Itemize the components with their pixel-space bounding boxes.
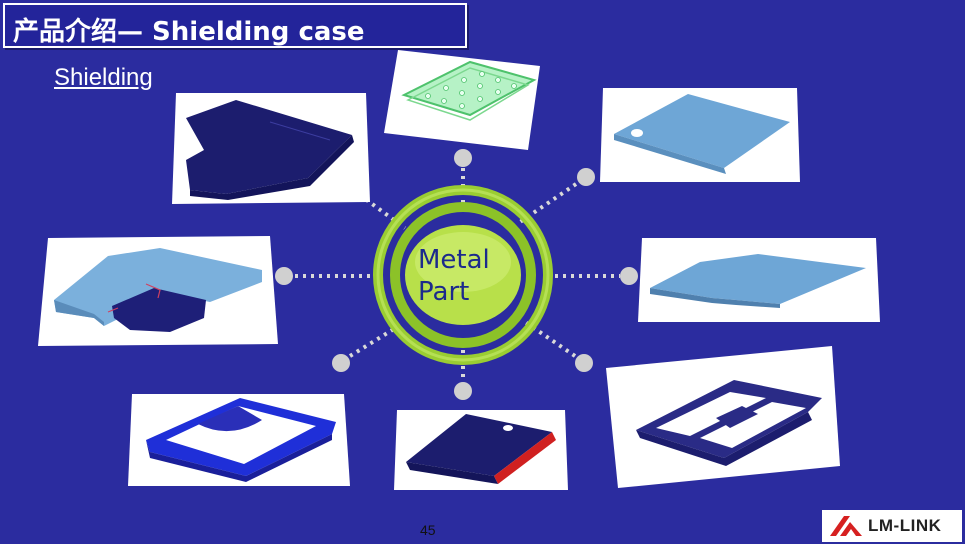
logo-mark-icon bbox=[830, 516, 862, 536]
card-bottom-left-blue-frame bbox=[128, 394, 350, 486]
logo-text: LM-LINK bbox=[868, 516, 942, 535]
center-hub bbox=[373, 185, 553, 365]
slide-subtitle: Shielding bbox=[54, 64, 153, 91]
node-left bbox=[275, 267, 293, 285]
node-bottom-right bbox=[575, 354, 593, 372]
card-bottom-right-navy-frame bbox=[606, 346, 840, 488]
card-right-blue-plate bbox=[638, 238, 880, 322]
card-top-right-blue-plate bbox=[600, 88, 800, 182]
card-top-left-navy-plate bbox=[172, 93, 370, 204]
slide-title: 产品介绍— Shielding case bbox=[13, 17, 365, 47]
center-label: Metal Part bbox=[418, 244, 518, 308]
nodes bbox=[275, 149, 638, 400]
node-bottom-left bbox=[332, 354, 350, 372]
card-left-blue-navy-assembly bbox=[38, 236, 278, 346]
center-label-line1: Metal bbox=[418, 245, 490, 275]
page-number: 45 bbox=[420, 522, 436, 538]
card-top-green-frame bbox=[384, 50, 540, 150]
node-top-right bbox=[577, 168, 595, 186]
inner-ring bbox=[390, 202, 536, 348]
center-label-line2: Part bbox=[418, 277, 470, 307]
node-right bbox=[620, 267, 638, 285]
node-top bbox=[454, 149, 472, 167]
title-box: 产品介绍— Shielding case bbox=[3, 3, 467, 48]
card-bottom-navy-red-plate bbox=[394, 410, 568, 490]
node-bottom bbox=[454, 382, 472, 400]
company-logo: LM-LINK bbox=[822, 510, 962, 542]
